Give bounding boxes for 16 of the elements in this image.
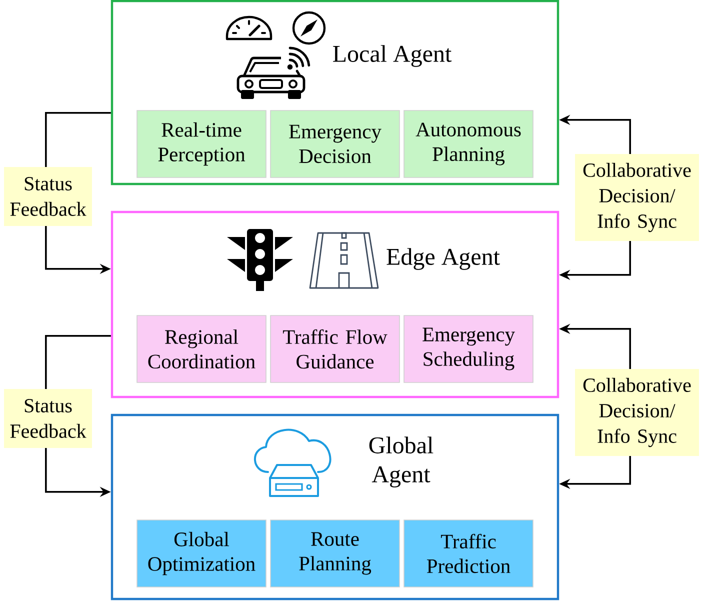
panel-title: Edge Agent (386, 248, 500, 270)
edge-label: Collaborative Decision/ Info Sync (575, 369, 699, 456)
function-box: Regional Coordination (136, 315, 266, 383)
edge-label: Status Feedback (4, 389, 92, 448)
function-box: Emergency Decision (270, 110, 400, 178)
function-box: Global Optimization (136, 520, 266, 588)
function-box: Traffic Prediction (404, 520, 534, 588)
panel-title: Local Agent (333, 45, 452, 67)
function-box: Emergency Scheduling (404, 315, 534, 383)
edge-label: Status Feedback (4, 167, 92, 226)
edge-label: Collaborative Decision/ Info Sync (575, 154, 699, 241)
function-box: Autonomous Planning (404, 110, 534, 178)
function-box: Route Planning (270, 520, 400, 588)
panel-title: Global Agent (369, 436, 434, 488)
function-box: Real-time Perception (136, 110, 266, 178)
function-box: Traffic Flow Guidance (270, 315, 400, 383)
